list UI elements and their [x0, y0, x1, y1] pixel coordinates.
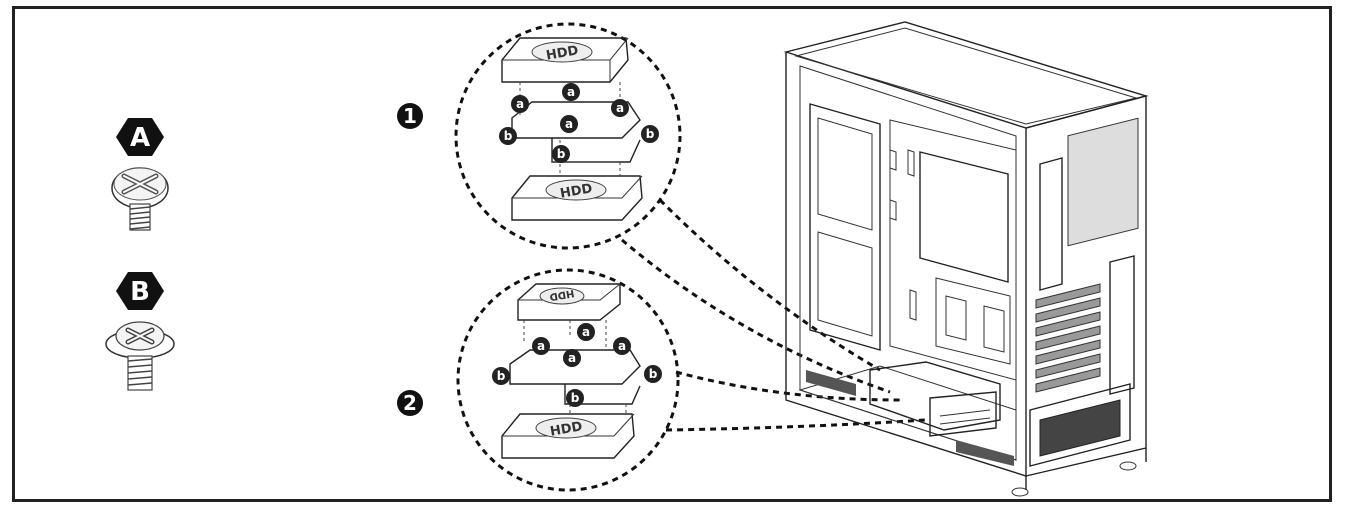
- step-1-marker: 1: [397, 103, 423, 129]
- callout-a: a: [577, 323, 595, 341]
- svg-text:a: a: [616, 101, 624, 115]
- svg-text:a: a: [568, 351, 576, 365]
- svg-text:a: a: [565, 117, 573, 131]
- screw-a-hex-badge: [116, 118, 164, 156]
- callout-b: b: [499, 127, 517, 145]
- callout-a: a: [562, 83, 580, 101]
- hdd-icon: HDD: [501, 37, 629, 83]
- callout-b: b: [492, 367, 510, 385]
- svg-text:a: a: [537, 339, 545, 353]
- svg-text:a: a: [567, 85, 575, 99]
- callout-b: b: [566, 389, 584, 407]
- detail-circle-2: HDD HDD a a a a b b b: [456, 268, 680, 492]
- svg-text:b: b: [497, 369, 506, 383]
- screw-a-icon: [111, 167, 169, 231]
- svg-text:b: b: [557, 147, 566, 161]
- callout-a: a: [560, 115, 578, 133]
- screw-b-label: B: [130, 277, 150, 307]
- svg-text:b: b: [649, 367, 658, 381]
- callout-b: b: [641, 125, 659, 143]
- svg-text:HDD: HDD: [549, 419, 584, 439]
- svg-text:b: b: [646, 127, 655, 141]
- hdd-icon-bottom: HDD: [511, 175, 643, 221]
- screw-b-legend: B: [105, 272, 175, 391]
- detail-circle-1: HDD HDD a a a a b b b: [454, 22, 682, 250]
- callout-a: a: [511, 95, 529, 113]
- callout-b: b: [552, 145, 570, 163]
- callout-b: b: [644, 365, 662, 383]
- screw-a-legend: A: [111, 118, 169, 231]
- callout-a: a: [611, 99, 629, 117]
- svg-text:HDD: HDD: [548, 287, 575, 302]
- svg-text:b: b: [571, 391, 580, 405]
- svg-text:1: 1: [403, 104, 417, 128]
- svg-text:a: a: [582, 325, 590, 339]
- svg-text:a: a: [516, 97, 524, 111]
- screw-a-label: A: [130, 123, 150, 153]
- svg-text:b: b: [504, 129, 513, 143]
- callout-a: a: [532, 337, 550, 355]
- hdd-icon-2-bottom: HDD: [501, 413, 635, 459]
- callout-a: a: [613, 337, 631, 355]
- svg-text:a: a: [618, 339, 626, 353]
- svg-text:2: 2: [403, 391, 417, 415]
- svg-text:HDD: HDD: [545, 43, 580, 63]
- svg-text:HDD: HDD: [559, 181, 594, 201]
- hdd-icon-2-top: HDD: [517, 283, 621, 321]
- pc-case-illustration: [783, 21, 1149, 497]
- callout-a: a: [563, 349, 581, 367]
- step-2-marker: 2: [397, 390, 423, 416]
- leader-lines: [621, 198, 926, 432]
- screw-b-hex-badge: [116, 272, 164, 310]
- screw-b-icon: [105, 321, 175, 391]
